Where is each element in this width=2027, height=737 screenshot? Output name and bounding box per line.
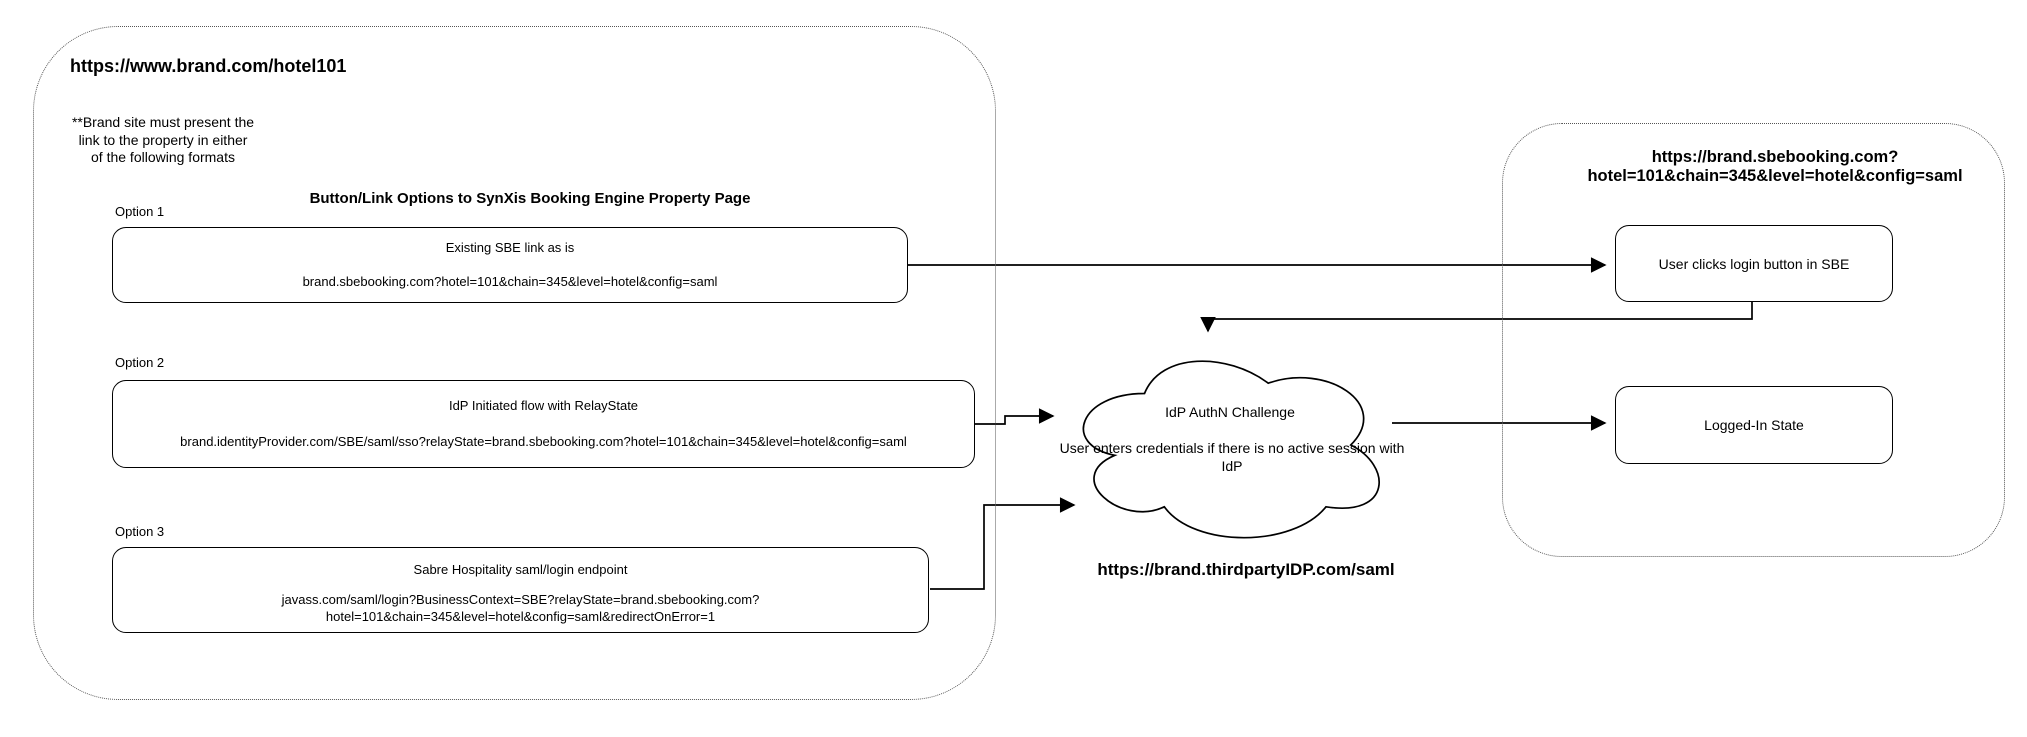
brand-site-note-line: of the following formats: [91, 149, 235, 165]
sbe-site-url-title: https://brand.sbebooking.com? hotel=101&…: [1550, 148, 2000, 186]
idp-cloud-subtitle-line2: IdP: [1221, 458, 1243, 474]
option1-title: Existing SBE link as is: [445, 240, 575, 255]
user-clicks-login-box: User clicks login button in SBE: [1615, 225, 1893, 302]
arrow-option3-to-cloud: [930, 497, 1076, 590]
brand-site-note-line: **Brand site must present the: [71, 114, 255, 130]
idp-url: https://brand.thirdpartyIDP.com/saml: [1097, 560, 1395, 579]
arrow-option2-to-cloud: [975, 408, 1055, 425]
option2-label: Option 2: [115, 355, 165, 370]
option3-url-line1: javass.com/saml/login?BusinessContext=SB…: [281, 592, 760, 607]
brand-site-frame: [33, 26, 996, 700]
idp-cloud-title: IdP AuthN Challenge: [1165, 404, 1295, 420]
brand-site-url-title: https://www.brand.com/hotel101: [70, 56, 347, 76]
brand-site-note: **Brand site must present the link to th…: [48, 114, 278, 167]
options-heading: Button/Link Options to SynXis Booking En…: [309, 190, 751, 207]
sbe-site-url-title-line1: https://brand.sbebooking.com?: [1651, 148, 1899, 166]
option1-label: Option 1: [115, 204, 165, 219]
option3-title: Sabre Hospitality saml/login endpoint: [413, 562, 628, 577]
option1-url: brand.sbebooking.com?hotel=101&chain=345…: [302, 274, 718, 289]
option2-box: IdP Initiated flow with RelayState brand…: [112, 380, 975, 468]
idp-cloud-subtitle-line1: User enters credentials if there is no a…: [1059, 440, 1405, 456]
idp-cloud-shape: [1082, 360, 1380, 539]
option3-label: Option 3: [115, 524, 165, 539]
option1-box: Existing SBE link as is brand.sbebooking…: [112, 227, 908, 303]
option3-url-line2: hotel=101&chain=345&level=hotel&config=s…: [325, 609, 716, 624]
option2-title: IdP Initiated flow with RelayState: [448, 398, 639, 413]
brand-site-note-line: link to the property in either: [78, 131, 248, 148]
option3-box: Sabre Hospitality saml/login endpoint ja…: [112, 547, 929, 633]
logged-in-state-box: Logged-In State: [1615, 386, 1893, 464]
sbe-site-url-title-line2: hotel=101&chain=345&level=hotel&config=s…: [1587, 167, 1963, 185]
option2-url: brand.identityProvider.com/SBE/saml/sso?…: [180, 434, 907, 449]
sbe-site-frame: [1502, 123, 2005, 557]
arrow-login-box-to-cloud: [1200, 302, 1753, 333]
